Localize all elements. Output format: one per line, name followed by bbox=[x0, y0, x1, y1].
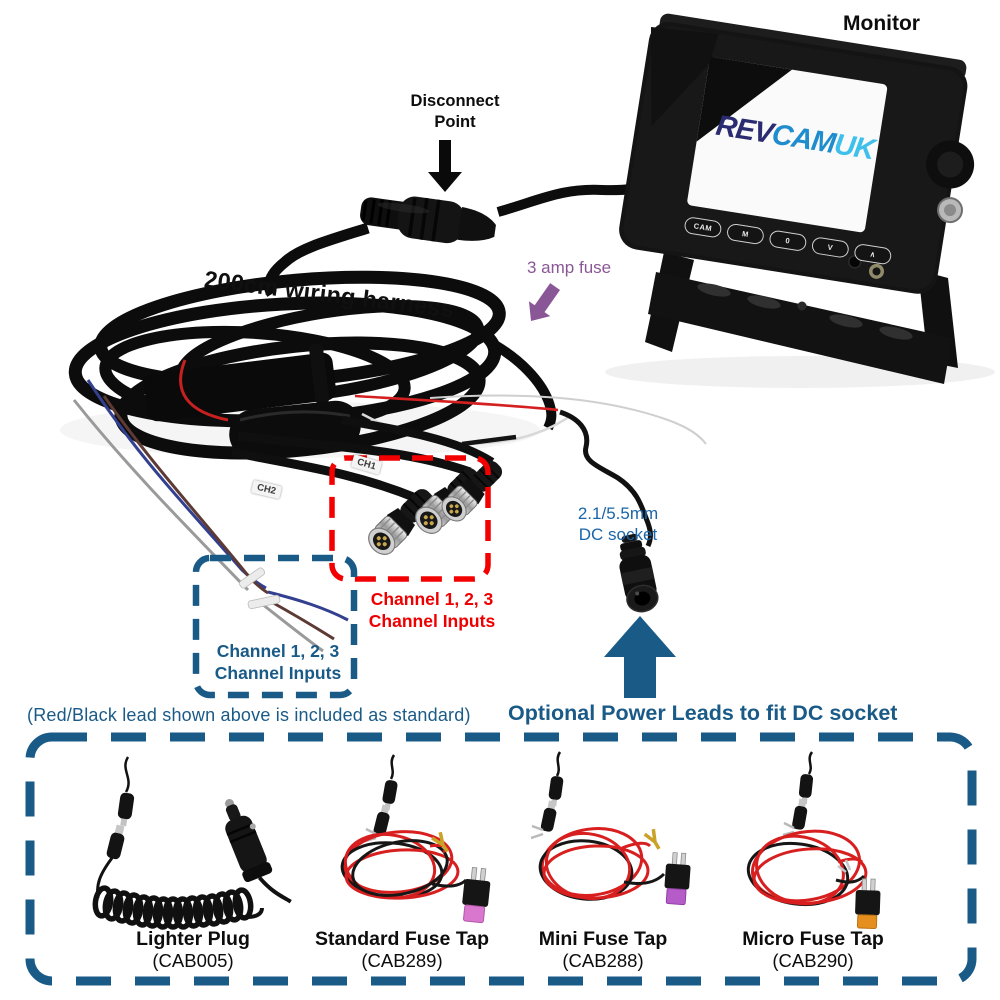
optional-leads-heading: Optional Power Leads to fit DC socket bbox=[508, 701, 898, 725]
lighter-plug-illustration bbox=[94, 756, 292, 927]
channel-cables bbox=[231, 415, 495, 503]
dc-socket bbox=[619, 533, 659, 613]
product-code: (CAB289) bbox=[361, 950, 443, 971]
sunshade bbox=[650, 27, 719, 127]
product-name: Mini Fuse Tap bbox=[538, 928, 668, 950]
dc-socket-label: 2.1/5.5mm DC socket bbox=[558, 503, 678, 545]
standard-fuse-tap-illustration bbox=[340, 754, 493, 924]
disconnect-point-label: Disconnect Point bbox=[392, 91, 518, 133]
fuse-arrow-icon bbox=[528, 283, 561, 321]
product-caption-standard-fuse-tap: Standard Fuse Tap (CAB289) bbox=[312, 928, 492, 972]
product-caption-micro-fuse-tap: Micro Fuse Tap (CAB290) bbox=[723, 928, 903, 972]
dc-socket-line1: 2.1/5.5mm bbox=[577, 504, 659, 523]
fork-terminal bbox=[431, 831, 450, 853]
product-code: (CAB290) bbox=[772, 950, 854, 971]
product-name: Micro Fuse Tap bbox=[742, 928, 884, 950]
bracket-base bbox=[648, 272, 952, 384]
fuse-label: 3 amp fuse bbox=[527, 258, 612, 277]
product-name: Lighter Plug bbox=[136, 928, 250, 950]
bare-channel-inputs-label: Channel 1, 2, 3 Channel Inputs bbox=[214, 641, 342, 683]
coiled-cord bbox=[94, 887, 253, 927]
mini-fuse-tap-illustration bbox=[530, 751, 692, 906]
product-caption-lighter-plug: Lighter Plug (CAB005) bbox=[103, 928, 283, 972]
dc-socket-line2: DC socket bbox=[578, 525, 658, 544]
optional-leads-dashed-box bbox=[25, 732, 977, 986]
monitor-illustration bbox=[619, 13, 975, 384]
disconnect-point-line2: Point bbox=[434, 113, 476, 131]
disconnect-arrow-icon bbox=[428, 140, 462, 192]
logo-part-uk: UK bbox=[831, 128, 877, 167]
disconnect-point-line1: Disconnect bbox=[410, 92, 500, 110]
cigarette-lighter-plug bbox=[225, 798, 292, 904]
dc-socket-lead bbox=[559, 409, 653, 548]
dc-socket-arrow-icon bbox=[604, 616, 676, 698]
disconnect-connector bbox=[360, 196, 496, 244]
monitor-label: Monitor bbox=[843, 12, 920, 35]
standard-lead-note: (Red/Black lead shown above is included … bbox=[27, 705, 471, 725]
camera-channel-inputs-label: Channel 1, 2, 3 Channel Inputs bbox=[368, 589, 496, 631]
bare-wire-fan bbox=[72, 379, 349, 653]
bare-inputs-dashed-box bbox=[192, 554, 358, 699]
product-code: (CAB288) bbox=[562, 950, 644, 971]
micro-fuse-tap-illustration bbox=[746, 751, 882, 930]
sunshade-edge bbox=[696, 56, 793, 142]
product-name: Standard Fuse Tap bbox=[314, 928, 490, 950]
fork-terminal bbox=[643, 828, 661, 850]
product-caption-mini-fuse-tap: Mini Fuse Tap (CAB288) bbox=[513, 928, 693, 972]
product-code: (CAB005) bbox=[152, 950, 234, 971]
